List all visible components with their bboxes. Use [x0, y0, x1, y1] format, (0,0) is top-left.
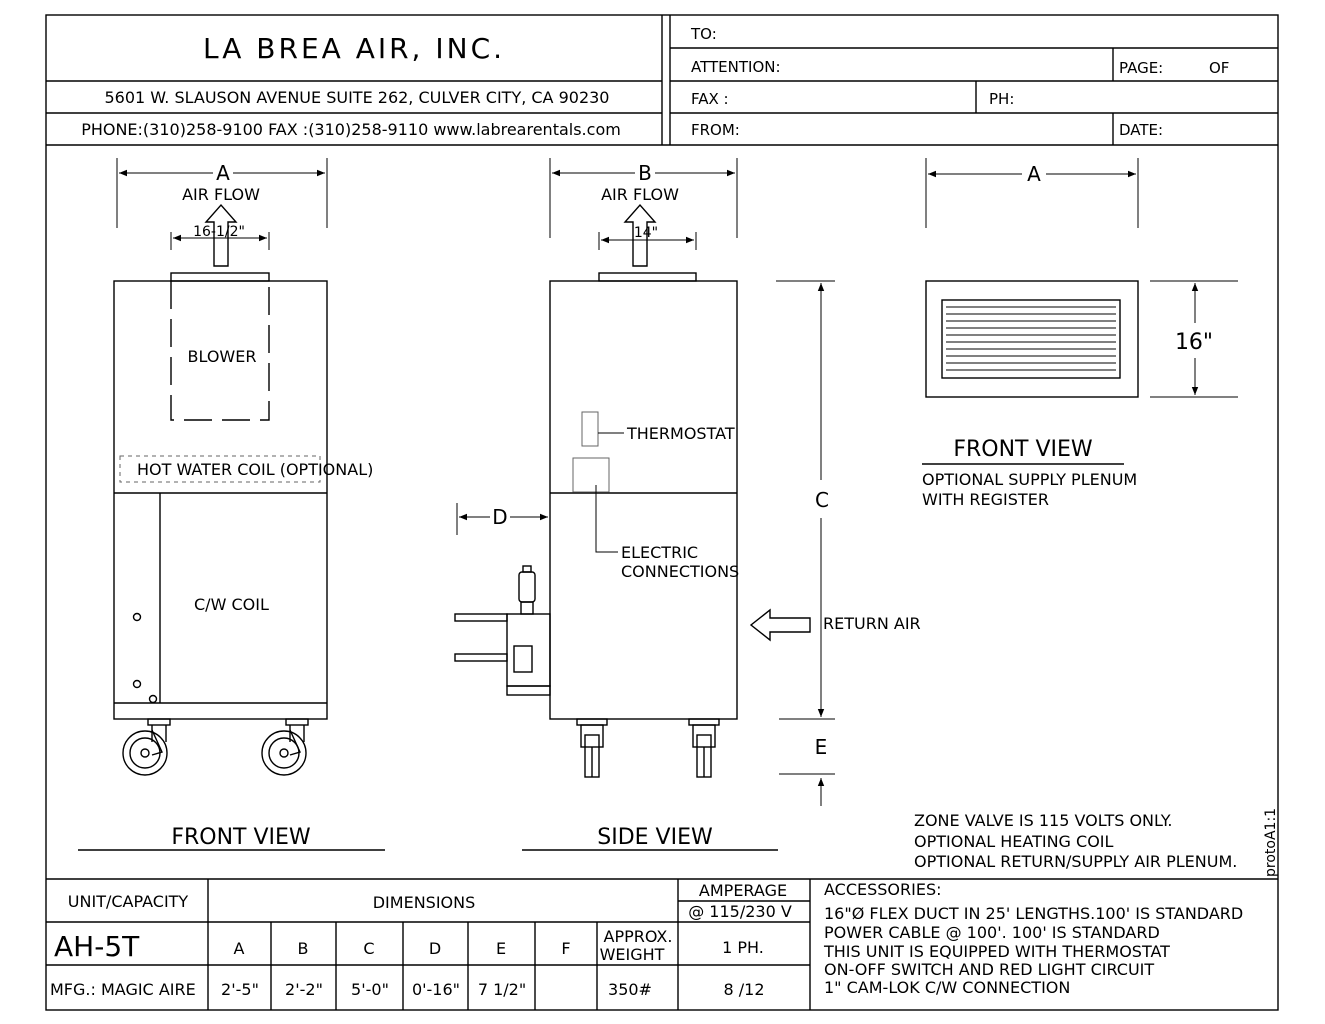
plenum-frame [925, 280, 1139, 398]
electric-label-2: CONNECTIONS [621, 562, 739, 581]
side-dim-d: D [492, 505, 507, 529]
front-dim-a: A [216, 161, 230, 185]
front-air-flow-arrow [204, 203, 238, 267]
accessory-3: THIS UNIT IS EQUIPPED WITH THERMOSTAT [823, 942, 1170, 961]
proto-label: protoA1:1 [1263, 808, 1279, 877]
thermostat-label: THERMOSTAT [626, 424, 735, 443]
dim-header-f: F [561, 939, 570, 958]
ph-label: PH: [989, 90, 1014, 108]
front-outlet-dim: 16-1/2" [193, 224, 245, 240]
dim-value-b: 2'-2" [285, 980, 323, 999]
note-1: ZONE VALVE IS 115 VOLTS ONLY. [914, 811, 1172, 830]
notes: ZONE VALVE IS 115 VOLTS ONLY. OPTIONAL H… [914, 808, 1279, 877]
voltage-label: @ 115/230 V [688, 902, 792, 921]
front-air-flow-label: AIR FLOW [182, 185, 260, 204]
weight-header-2: WEIGHT [600, 945, 665, 964]
side-view-caption: SIDE VIEW [597, 825, 713, 850]
dim-value-a: 2'-5" [221, 980, 259, 999]
accessory-4: ON-OFF SWITCH AND RED LIGHT CIRCUIT [824, 960, 1154, 979]
fax-label: FAX : [691, 90, 729, 108]
accessory-1: 16"Ø FLEX DUCT IN 25' LENGTHS.100' IS ST… [824, 904, 1243, 923]
to-label: TO: [690, 25, 717, 43]
dim-header-d: D [429, 939, 441, 958]
dimensions-header: DIMENSIONS [373, 893, 476, 912]
side-dim-b: B [638, 161, 652, 185]
front-view-caption: FRONT VIEW [171, 825, 311, 850]
zone-valve-assembly [454, 565, 551, 696]
of-label: OF [1209, 59, 1229, 77]
dim-value-e: 7 1/2" [478, 980, 526, 999]
note-2: OPTIONAL HEATING COIL [914, 832, 1114, 851]
dim-value-c: 5'-0" [351, 980, 389, 999]
return-air-arrow [749, 608, 811, 642]
side-air-flow-label: AIR FLOW [601, 185, 679, 204]
company-name: LA BREA AIR, INC. [203, 32, 505, 65]
title-block: LA BREA AIR, INC. 5601 W. SLAUSON AVENUE… [46, 15, 1278, 146]
side-air-flow-arrow [623, 203, 657, 267]
side-caster-right [688, 718, 720, 778]
accessory-5: 1" CAM-LOK C/W CONNECTION [824, 978, 1070, 997]
cw-coil-label: C/W COIL [194, 595, 269, 614]
register-grille [941, 299, 1121, 379]
side-dim-e: E [815, 735, 828, 759]
side-dim-c: C [815, 488, 829, 512]
unit-model: AH-5T [54, 930, 140, 963]
dim-header-e: E [496, 939, 506, 958]
mfg-label: MFG.: MAGIC AIRE [50, 980, 196, 999]
phase-label: 1 PH. [722, 938, 764, 957]
front-caster-right [261, 718, 309, 776]
weight-header-1: APPROX. [604, 927, 673, 946]
accessory-2: POWER CABLE @ 100'. 100' IS STANDARD [824, 923, 1160, 942]
side-view: B AIR FLOW 14" THERMOSTAT ELECTRIC CONNE… [454, 158, 921, 851]
plenum-view: A 16" FRONT VIEW OPTIONAL SUPPLY PLENUM … [922, 158, 1238, 509]
plenum-desc-2: WITH REGISTER [922, 490, 1049, 509]
dim-header-c: C [363, 939, 374, 958]
from-label: FROM: [691, 121, 740, 139]
accessories-header: ACCESSORIES: [824, 880, 942, 899]
dim-value-d: 0'-16" [412, 980, 460, 999]
weight-value: 350# [608, 980, 652, 999]
side-cabinet [549, 280, 738, 720]
unit-capacity-header: UNIT/CAPACITY [68, 892, 189, 911]
date-label: DATE: [1119, 121, 1163, 139]
side-caster-left [576, 718, 608, 778]
company-address: 5601 W. SLAUSON AVENUE SUITE 262, CULVER… [105, 88, 610, 107]
plenum-desc-1: OPTIONAL SUPPLY PLENUM [922, 470, 1137, 489]
side-outlet-dim: 14" [634, 225, 658, 241]
plenum-dim-a: A [1027, 162, 1041, 186]
spec-table: UNIT/CAPACITY DIMENSIONS AMPERAGE @ 115/… [46, 878, 1278, 1010]
dim-header-a: A [234, 939, 245, 958]
plenum-caption: FRONT VIEW [953, 437, 1093, 462]
amps-value: 8 /12 [723, 980, 764, 999]
amperage-header: AMPERAGE [699, 881, 787, 900]
blower-label: BLOWER [188, 347, 257, 366]
hot-water-coil-label: HOT WATER COIL (OPTIONAL) [137, 460, 373, 479]
dim-header-b: B [298, 939, 309, 958]
note-3: OPTIONAL RETURN/SUPPLY AIR PLENUM. [914, 852, 1237, 871]
electric-label-1: ELECTRIC [621, 543, 698, 562]
front-caster-left [122, 718, 171, 776]
front-view: A AIR FLOW 16-1/2" BLOWER HOT WATER COIL… [78, 158, 385, 851]
attention-label: ATTENTION: [691, 58, 781, 76]
page-label: PAGE: [1119, 59, 1163, 77]
return-air-label: RETURN AIR [823, 614, 921, 633]
plenum-height: 16" [1175, 330, 1213, 355]
company-contact: PHONE:(310)258-9100 FAX :(310)258-9110 w… [81, 120, 621, 139]
